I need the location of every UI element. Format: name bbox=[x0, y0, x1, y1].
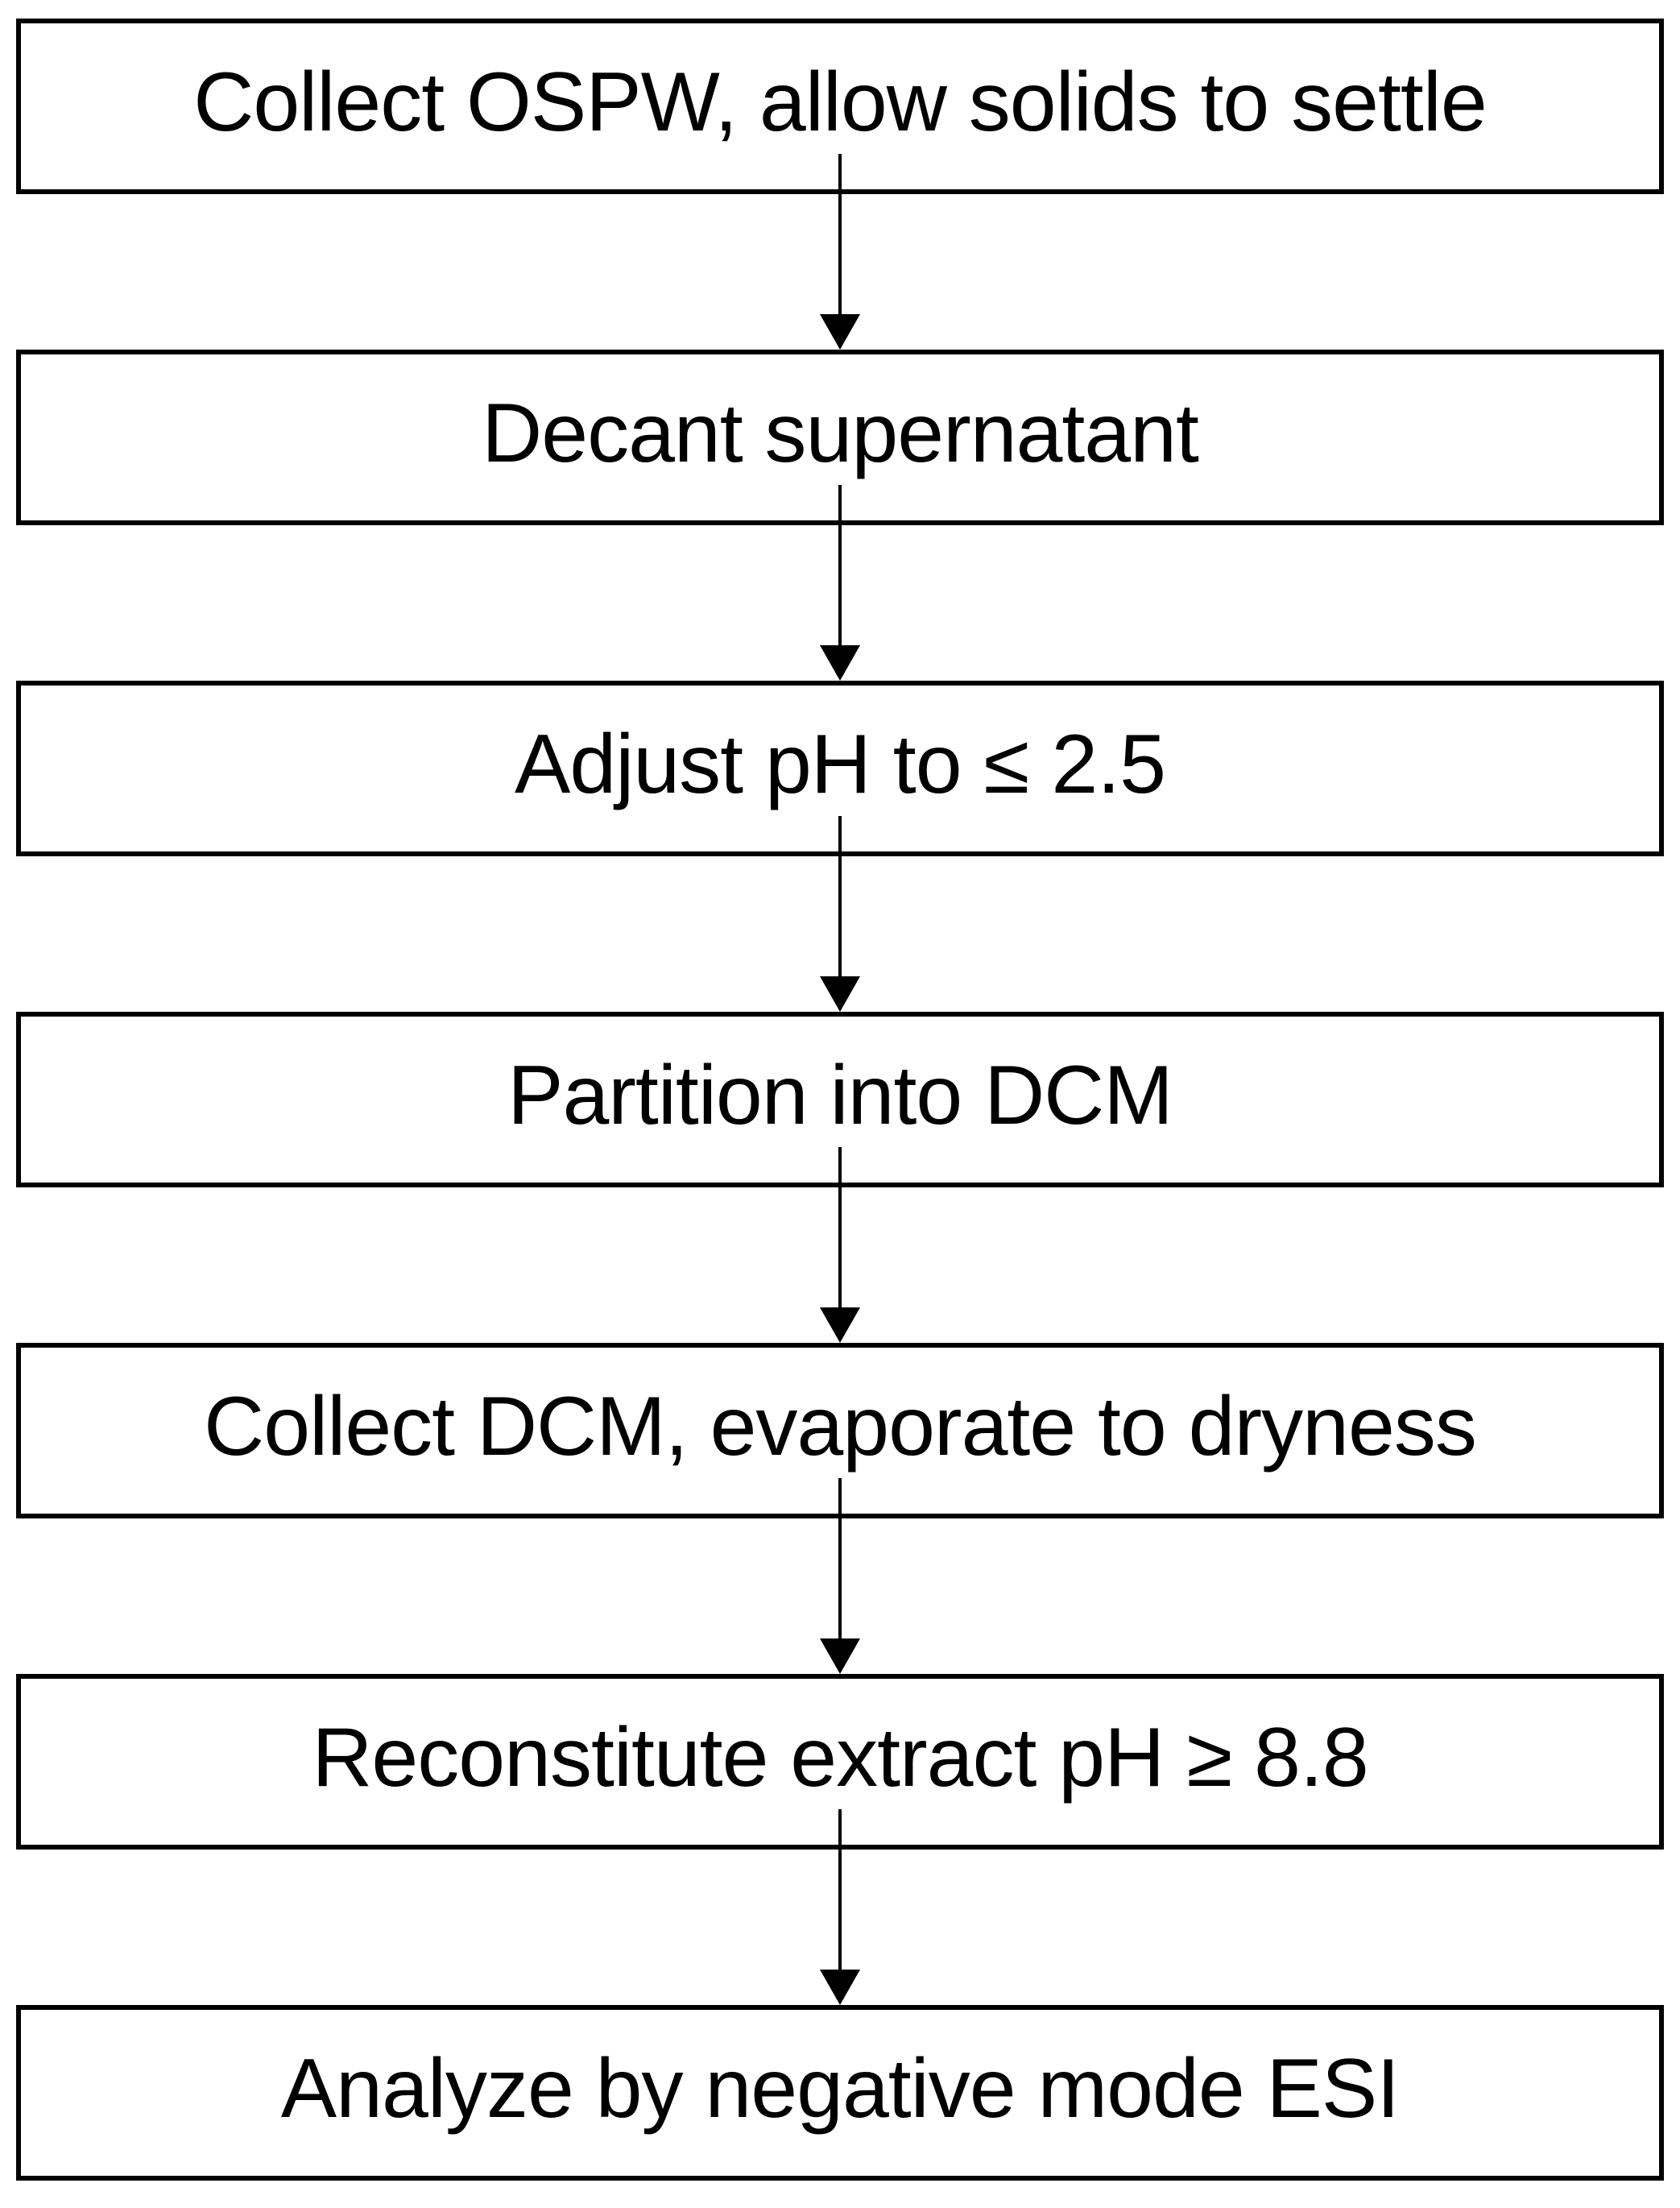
arrow-line bbox=[838, 1809, 842, 1976]
arrow-line bbox=[838, 816, 842, 983]
flow-arrow-4 bbox=[16, 1147, 1664, 1343]
arrow-line bbox=[838, 1478, 842, 1645]
flow-arrow-2 bbox=[16, 485, 1664, 681]
arrow-down-icon bbox=[820, 1307, 860, 1343]
step-label-6: Reconstitute extract pH ≥ 8.8 bbox=[312, 1711, 1368, 1804]
step-label-1: Collect OSPW, allow solids to settle bbox=[193, 56, 1488, 149]
step-label-4: Partition into DCM bbox=[507, 1049, 1173, 1142]
flow-step-7: Analyze by negative mode ESI bbox=[16, 2005, 1664, 2181]
flow-arrow-3 bbox=[16, 816, 1664, 1012]
flow-arrow-5 bbox=[16, 1478, 1664, 1674]
arrow-line bbox=[838, 154, 842, 321]
arrow-down-icon bbox=[820, 1970, 860, 2005]
step-label-5: Collect DCM, evaporate to dryness bbox=[204, 1380, 1477, 1473]
flow-arrow-6 bbox=[16, 1809, 1664, 2005]
flow-step-6: Reconstitute extract pH ≥ 8.8 bbox=[16, 1674, 1664, 1850]
arrow-down-icon bbox=[820, 645, 860, 681]
flow-arrow-1 bbox=[16, 154, 1664, 350]
step-label-3: Adjust pH to ≤ 2.5 bbox=[515, 718, 1166, 811]
arrow-down-icon bbox=[820, 314, 860, 350]
step-label-7: Analyze by negative mode ESI bbox=[280, 2042, 1400, 2136]
arrow-line bbox=[838, 485, 842, 652]
arrow-line bbox=[838, 1147, 842, 1314]
arrow-down-icon bbox=[820, 976, 860, 1012]
arrow-down-icon bbox=[820, 1638, 860, 1674]
step-label-2: Decant supernatant bbox=[482, 387, 1199, 480]
